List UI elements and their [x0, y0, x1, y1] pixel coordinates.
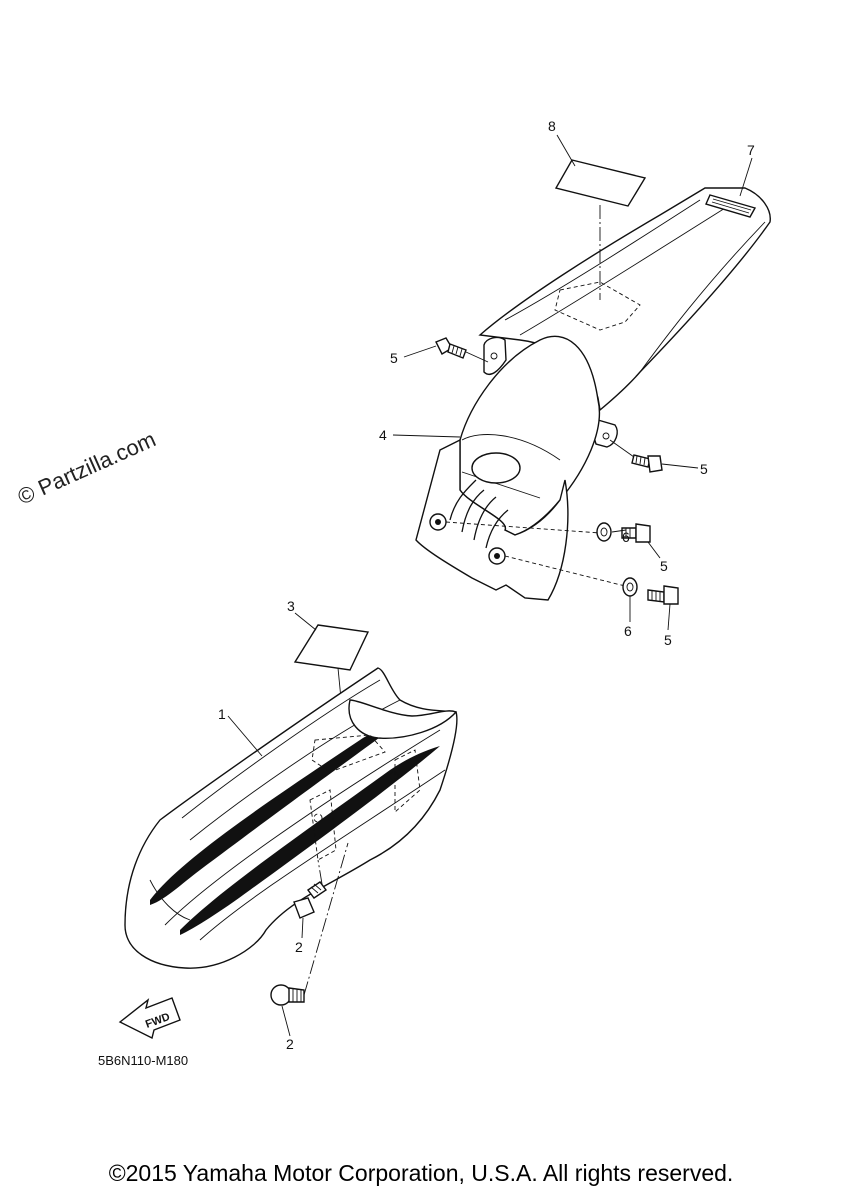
diagram-code: 5B6N110-M180: [98, 1053, 188, 1068]
front-fender-1: [124, 667, 458, 969]
callout-5b: 5: [700, 461, 708, 477]
leader-5c: [647, 541, 661, 559]
leader-bolt-5a: [465, 351, 489, 363]
leader-6a: [611, 529, 627, 533]
bolt-5-right: [631, 454, 663, 473]
callout-7: 7: [747, 142, 755, 158]
rear-flap-4: [415, 335, 600, 601]
callout-6b: 6: [624, 623, 632, 639]
bolt-2-upper: [293, 881, 328, 919]
leader-8: [556, 134, 576, 167]
watermark: © Partzilla.com: [14, 426, 160, 509]
decal-7: [705, 194, 757, 218]
leader-washer-upper: [445, 521, 601, 534]
leader-bolt-5b: [609, 439, 635, 458]
callout-2a: 2: [295, 939, 303, 955]
decal-3: [293, 624, 370, 671]
bolt-5-upper-left: [435, 337, 467, 359]
callout-5c: 5: [660, 558, 668, 574]
callout-3: 3: [287, 598, 295, 614]
leader-bolt-2a: [317, 859, 323, 885]
leader-4: [392, 434, 461, 438]
washer-6-upper: [596, 522, 612, 542]
copyright-notice: ©2015 Yamaha Motor Corporation, U.S.A. A…: [108, 1160, 734, 1186]
callout-5a: 5: [390, 350, 398, 366]
leader-bolt-2b: [303, 842, 349, 996]
leader-7: [739, 157, 753, 197]
bolt-5-low: [647, 585, 679, 605]
leader-5a: [403, 345, 437, 358]
leader-5d: [667, 603, 671, 631]
leader-1: [227, 715, 263, 757]
leader-3: [294, 612, 317, 631]
decal-8: [554, 159, 647, 207]
callout-8: 8: [548, 118, 556, 134]
leader-2b: [281, 1005, 291, 1037]
callout-2b: 2: [286, 1036, 294, 1052]
callout-5d: 5: [664, 632, 672, 648]
callout-6a: 6: [622, 529, 630, 545]
fwd-arrow-icon: FWD: [118, 997, 181, 1040]
washer-6-lower: [622, 577, 638, 597]
decal-8-location: [554, 281, 641, 331]
bolt-2-lower: [270, 984, 305, 1006]
callout-1: 1: [218, 706, 226, 722]
leader-2a: [301, 917, 304, 939]
rear-fender: [478, 187, 771, 448]
callout-4: 4: [379, 427, 387, 443]
leader-5b: [661, 463, 699, 469]
